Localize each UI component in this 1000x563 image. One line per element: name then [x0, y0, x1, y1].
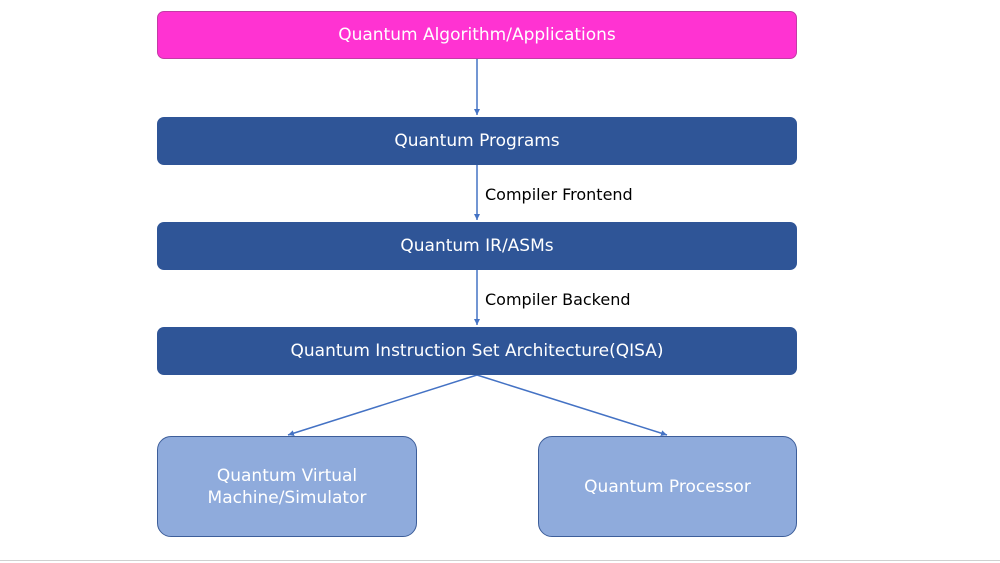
quantum-processor-label: Quantum Processor [584, 476, 751, 497]
quantum-programs-label: Quantum Programs [394, 131, 560, 151]
quantum-processor-box: Quantum Processor [538, 436, 797, 537]
virtual-machine-simulator-box: Quantum Virtual Machine/Simulator [157, 436, 417, 537]
bottom-divider [0, 560, 1000, 561]
compiler-frontend-label: Compiler Frontend [485, 185, 633, 204]
virtual-machine-label-line2: Machine/Simulator [207, 487, 367, 508]
virtual-machine-simulator-text: Quantum Virtual Machine/Simulator [208, 465, 367, 509]
algorithm-applications-box: Quantum Algorithm/Applications [157, 11, 797, 59]
compiler-backend-label: Compiler Backend [485, 290, 631, 309]
quantum-ir-box: Quantum IR/ASMs [157, 222, 797, 270]
algorithm-applications-label: Quantum Algorithm/Applications [338, 25, 616, 45]
qisa-label: Quantum Instruction Set Architecture(QIS… [290, 341, 664, 361]
arrow-qisa-to-virtual-machine [287, 374, 478, 437]
quantum-ir-label: Quantum IR/ASMs [400, 236, 554, 256]
arrow-qisa-to-processor [476, 374, 668, 437]
quantum-programs-box: Quantum Programs [157, 117, 797, 165]
virtual-machine-label-line1: Quantum Virtual [216, 465, 358, 486]
qisa-box: Quantum Instruction Set Architecture(QIS… [157, 327, 797, 375]
